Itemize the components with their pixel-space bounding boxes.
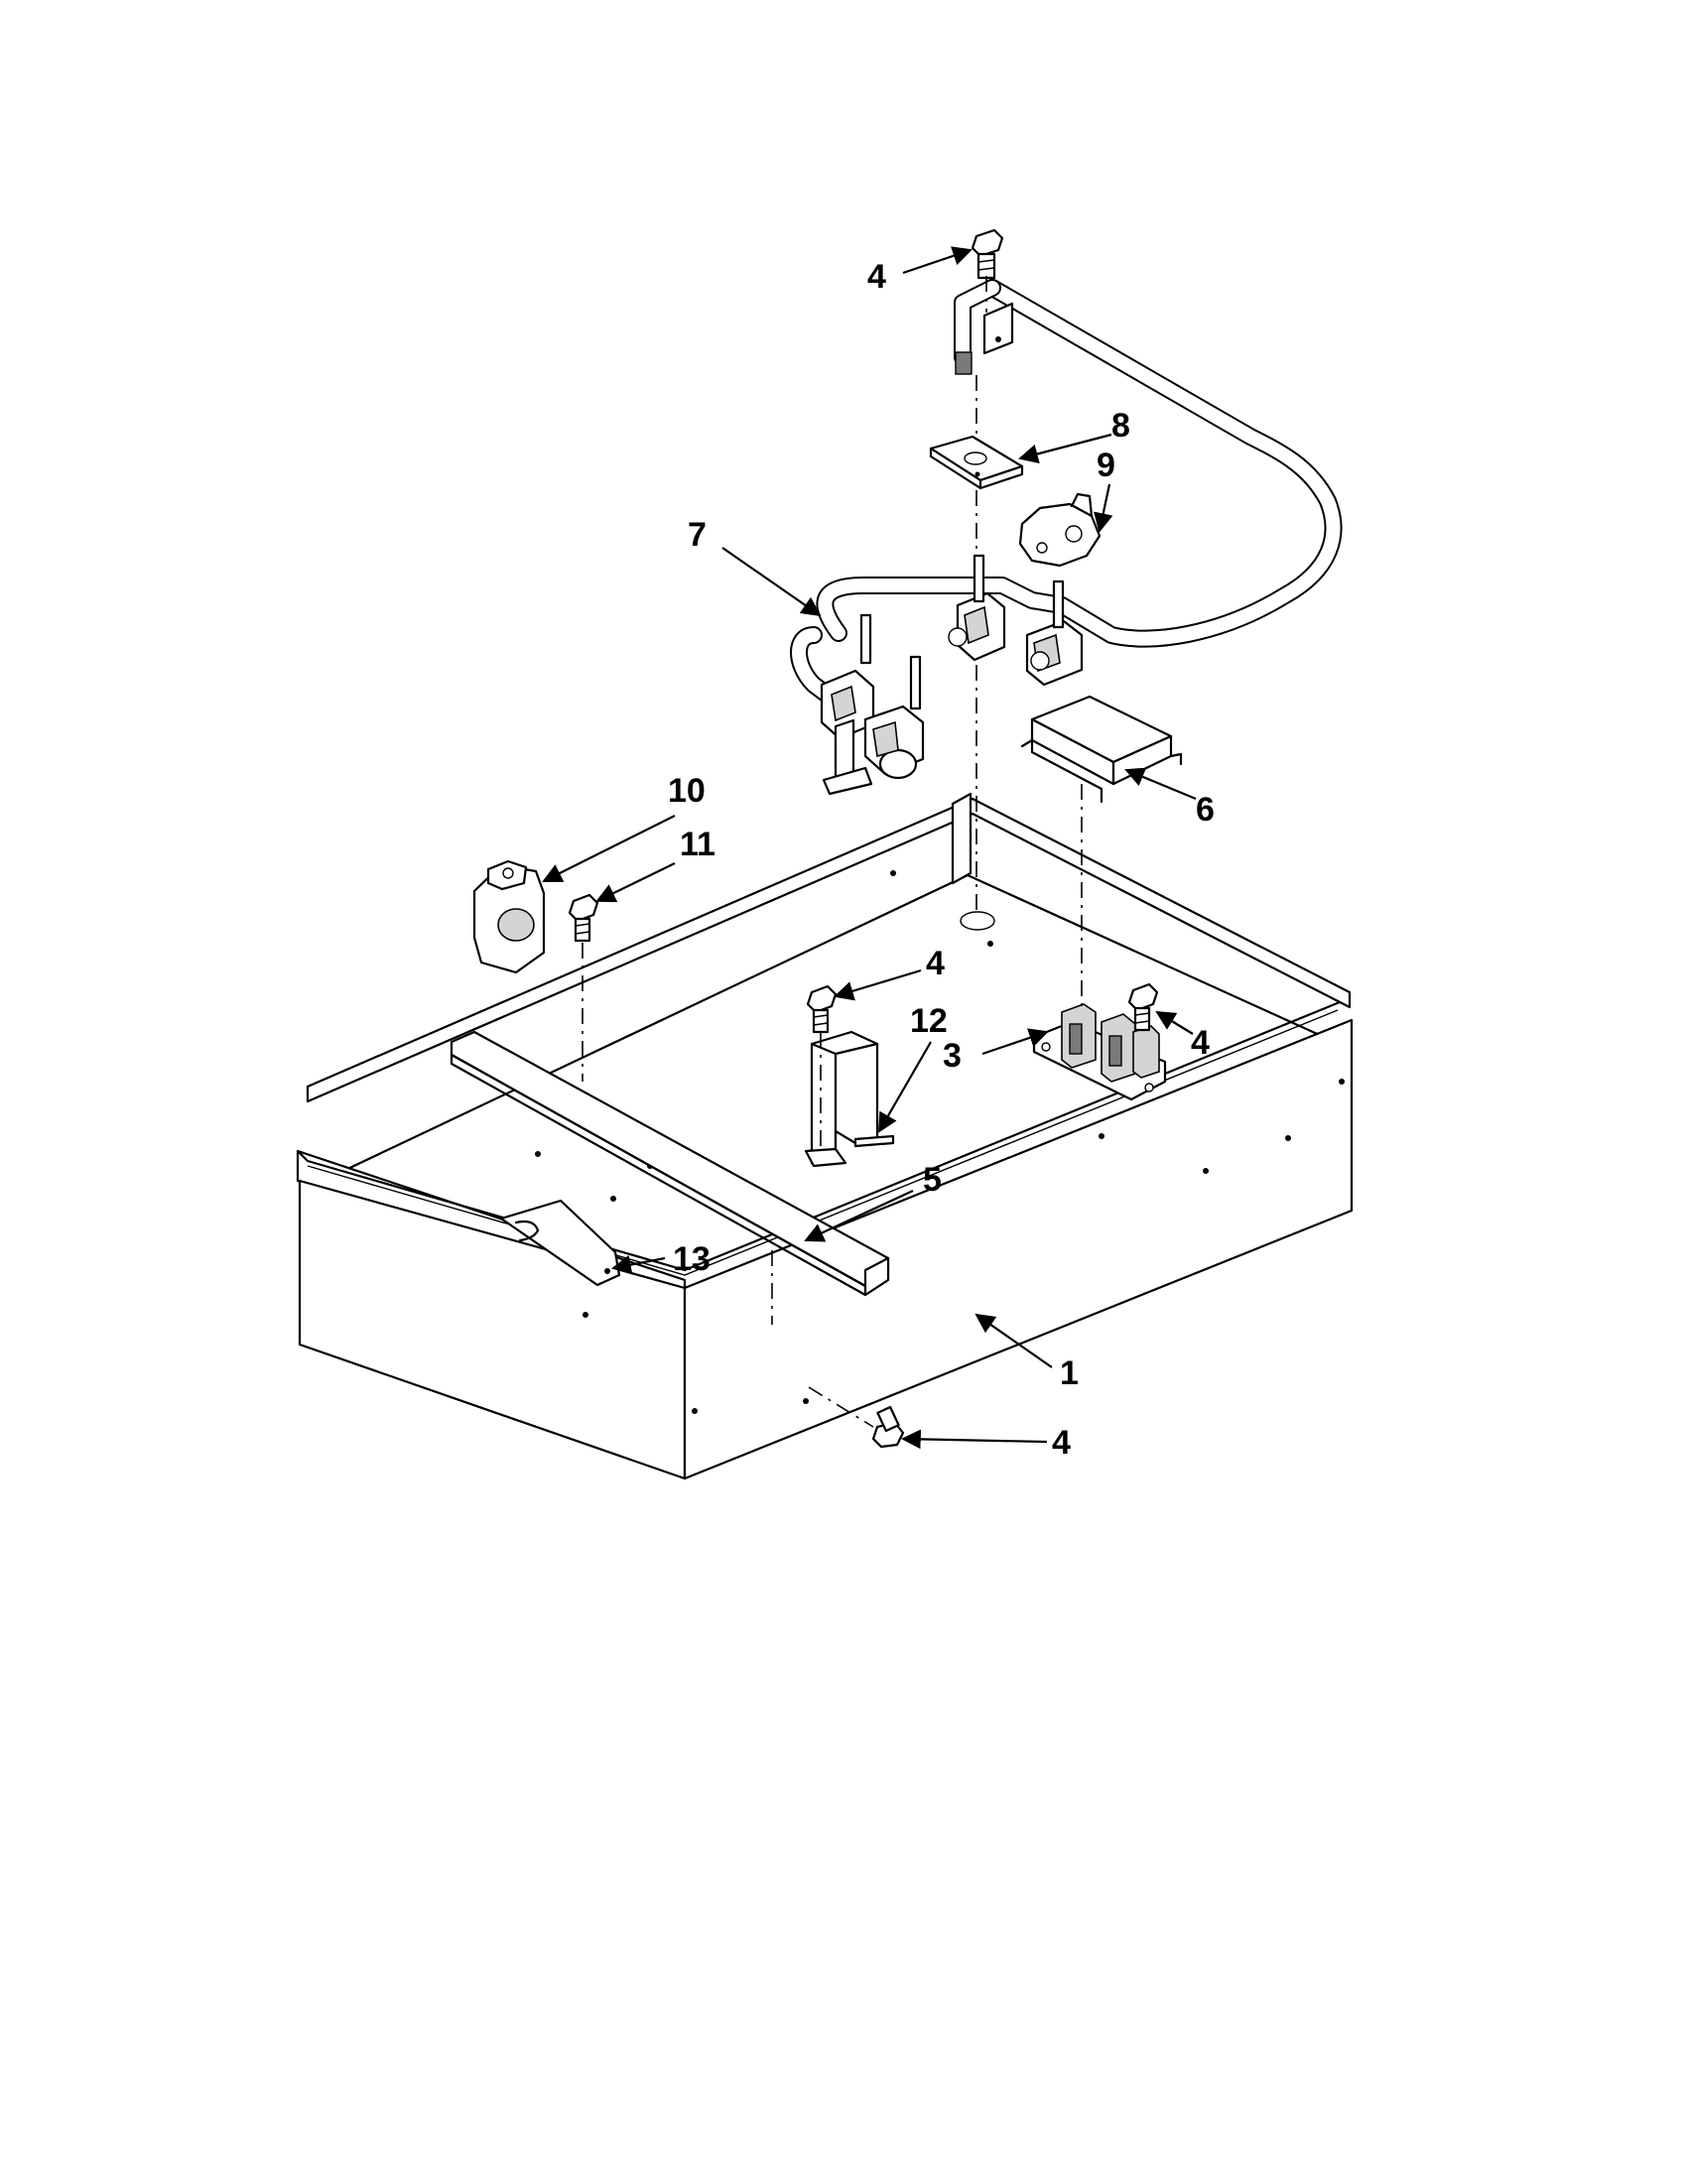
screw-top: [971, 228, 1004, 280]
spacer-plate: [929, 435, 1024, 490]
callout-1: 1: [1060, 1354, 1079, 1392]
module-cover: [1020, 695, 1183, 804]
valve-mount-bracket: [1018, 492, 1102, 568]
burner-valve-left-1: [820, 613, 875, 796]
callout-9: 9: [1097, 447, 1115, 484]
spark-ignition-module: [1032, 1003, 1167, 1101]
callout-6: 6: [1196, 791, 1215, 829]
callout-13: 13: [673, 1240, 711, 1278]
leader-lines: [542, 246, 1197, 1450]
gas-manifold-assembly: [790, 279, 1343, 796]
callout-4-front: 4: [1052, 1424, 1071, 1462]
callout-10: 10: [668, 772, 706, 810]
burner-valve-center: [948, 554, 1006, 662]
callout-numbers: 4 8 9 7 6 10 11 4 12 4 3 5 13 1 4: [668, 258, 1215, 1462]
callout-4-right: 4: [1191, 1024, 1210, 1062]
burner-valve-right: [1025, 579, 1084, 687]
assembly-centerlines: [582, 276, 1083, 1428]
front-bracket-bar: [450, 1030, 890, 1297]
callout-5: 5: [923, 1161, 942, 1199]
screw-front: [871, 1405, 905, 1449]
callout-11: 11: [680, 826, 715, 863]
callout-7: 7: [688, 516, 707, 554]
vertical-mounting-bracket: [804, 1030, 895, 1168]
callout-3: 3: [943, 1037, 962, 1075]
burner-valve-left-2: [863, 655, 925, 780]
callout-12: 12: [910, 1002, 948, 1040]
callout-4-center: 4: [926, 945, 945, 982]
screw-right: [1127, 982, 1159, 1032]
screw-regulator: [568, 893, 599, 943]
screw-center: [806, 984, 838, 1034]
callout-8: 8: [1111, 407, 1130, 445]
pressure-regulator: [472, 859, 546, 974]
callout-4-top: 4: [867, 258, 886, 296]
